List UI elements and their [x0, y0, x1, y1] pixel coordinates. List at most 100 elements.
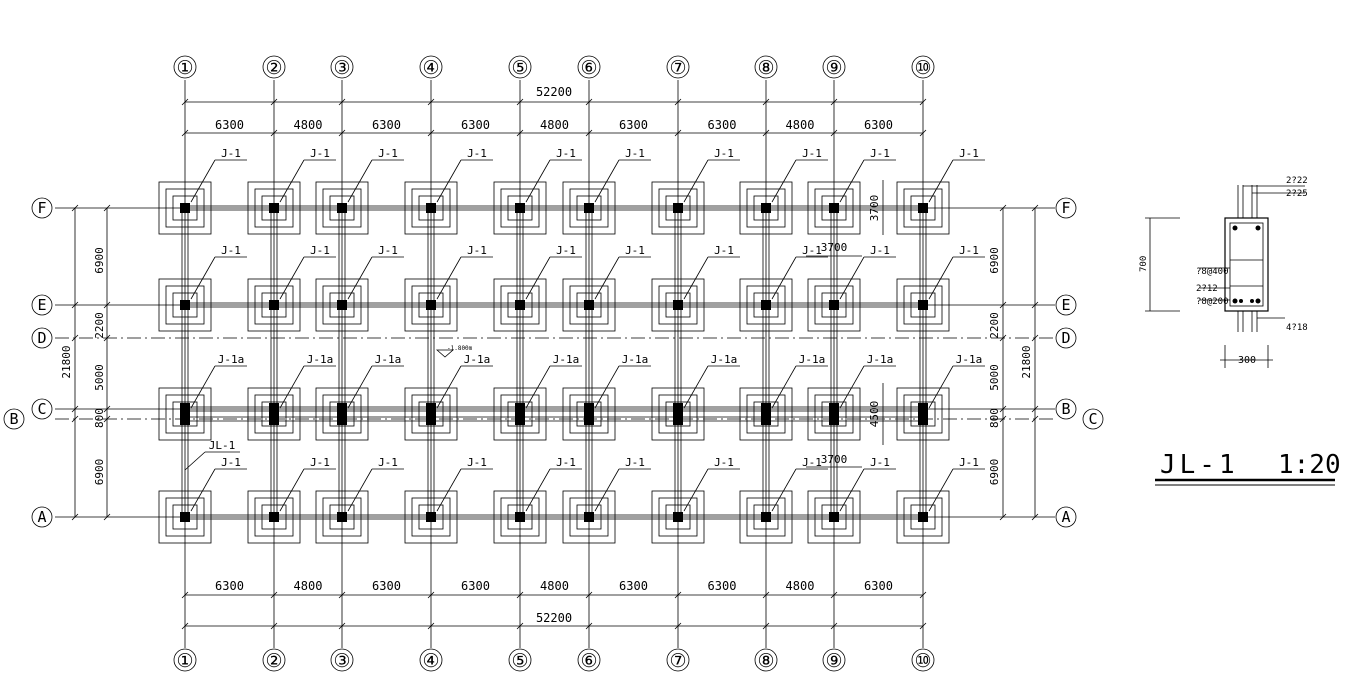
footing — [247, 256, 336, 332]
dim-tick — [919, 622, 927, 630]
dim-tick — [585, 129, 593, 137]
footing-label: J-1 — [870, 456, 890, 469]
footing-step — [807, 490, 861, 544]
axis-label-x: ⑤ — [511, 650, 528, 672]
footing-label: J-1 — [221, 147, 241, 160]
dim-3700: 3700 — [821, 241, 848, 254]
footing-label: J-1 — [870, 244, 890, 257]
footing-step — [651, 387, 705, 441]
footing-step — [896, 278, 950, 332]
dim-tick — [1031, 405, 1039, 413]
dim-tick — [1031, 204, 1039, 212]
footing-label: J-1a — [464, 353, 491, 366]
footing — [562, 468, 651, 544]
footing-step — [910, 292, 936, 318]
column — [269, 203, 279, 213]
section-side-bars: 2?12 — [1196, 284, 1218, 294]
axis-label-y: C — [37, 400, 46, 418]
footing-step — [576, 401, 602, 427]
axis-bubble — [508, 648, 532, 672]
column — [515, 300, 525, 310]
column — [269, 300, 279, 310]
axis-bubble — [31, 197, 53, 219]
footing-step — [500, 394, 540, 434]
span-dimension-y: 6900 — [988, 459, 1001, 486]
footings — [158, 159, 985, 544]
column — [337, 300, 347, 310]
footing-step — [821, 504, 847, 530]
axis-label-y: D — [1061, 329, 1070, 347]
footing — [158, 468, 247, 544]
footing-step — [315, 490, 369, 544]
footing-step — [507, 195, 533, 221]
axis-label-x: ① — [176, 57, 193, 79]
beam-section-detail: 2?22 2?25 ?8@400 2?12 ?8@200 4?18 700 30… — [1139, 176, 1341, 486]
footing-step — [658, 497, 698, 537]
axis-label-x: ⑦ — [669, 57, 686, 79]
dim-tick — [516, 591, 524, 599]
footing-step — [807, 387, 861, 441]
dim-tick — [103, 204, 111, 212]
footing-step — [500, 285, 540, 325]
column — [673, 203, 683, 213]
axis-label-x: ⑦ — [669, 650, 686, 672]
column — [426, 403, 436, 425]
footing-step — [753, 504, 779, 530]
section-top-bars-2: 2?25 — [1286, 189, 1308, 199]
leader-line — [771, 365, 797, 409]
footing — [404, 256, 493, 332]
footing-step — [814, 188, 854, 228]
leader-line — [279, 159, 305, 203]
leader-line — [594, 159, 620, 203]
leader-line — [839, 256, 865, 300]
axis-label-y: B — [9, 410, 18, 428]
span-dimension: 4800 — [294, 579, 323, 593]
section-top-bars-1: 2?22 — [1286, 176, 1308, 186]
footing-step — [247, 490, 301, 544]
column — [584, 403, 594, 425]
footing — [247, 468, 336, 544]
footing — [739, 468, 828, 544]
column — [426, 203, 436, 213]
total-dimension-y: 21800 — [60, 345, 73, 378]
dim-tick — [674, 591, 682, 599]
footing-label: J-1 — [221, 244, 241, 257]
footing-label: J-1 — [378, 244, 398, 257]
section-bottom-bars: 4?18 — [1286, 323, 1308, 333]
footing-step — [569, 497, 609, 537]
span-dimension: 4800 — [540, 118, 569, 132]
footing-step — [322, 394, 362, 434]
footing — [493, 256, 582, 332]
footing-label: J-1a — [867, 353, 894, 366]
footing — [493, 159, 582, 235]
footing-step — [411, 497, 451, 537]
dim-tick — [338, 591, 346, 599]
dim-tick — [919, 129, 927, 137]
axis-label-y: F — [37, 199, 46, 217]
dim-tick — [674, 622, 682, 630]
footing — [807, 256, 896, 332]
axis-bubble — [330, 55, 354, 79]
footing-step — [753, 195, 779, 221]
dim-tick — [270, 98, 278, 106]
column — [673, 512, 683, 522]
dim-tick — [516, 622, 524, 630]
footing-label: J-1a — [956, 353, 983, 366]
footing-step — [903, 285, 943, 325]
footing — [315, 365, 404, 441]
dim-tick — [103, 301, 111, 309]
axis-bubble — [31, 398, 53, 420]
column — [584, 300, 594, 310]
axis-label-x: ⑥ — [580, 57, 597, 79]
leader-line — [839, 365, 865, 409]
dim-tick — [270, 591, 278, 599]
axis-label-x: ⑩ — [914, 650, 931, 672]
footing-step — [165, 285, 205, 325]
footing — [896, 256, 985, 332]
leader-line — [594, 365, 620, 409]
footing-step — [821, 292, 847, 318]
span-dimension: 6300 — [708, 579, 737, 593]
leader-line — [279, 365, 305, 409]
elevation-symbol — [435, 349, 455, 358]
footing-step — [665, 195, 691, 221]
